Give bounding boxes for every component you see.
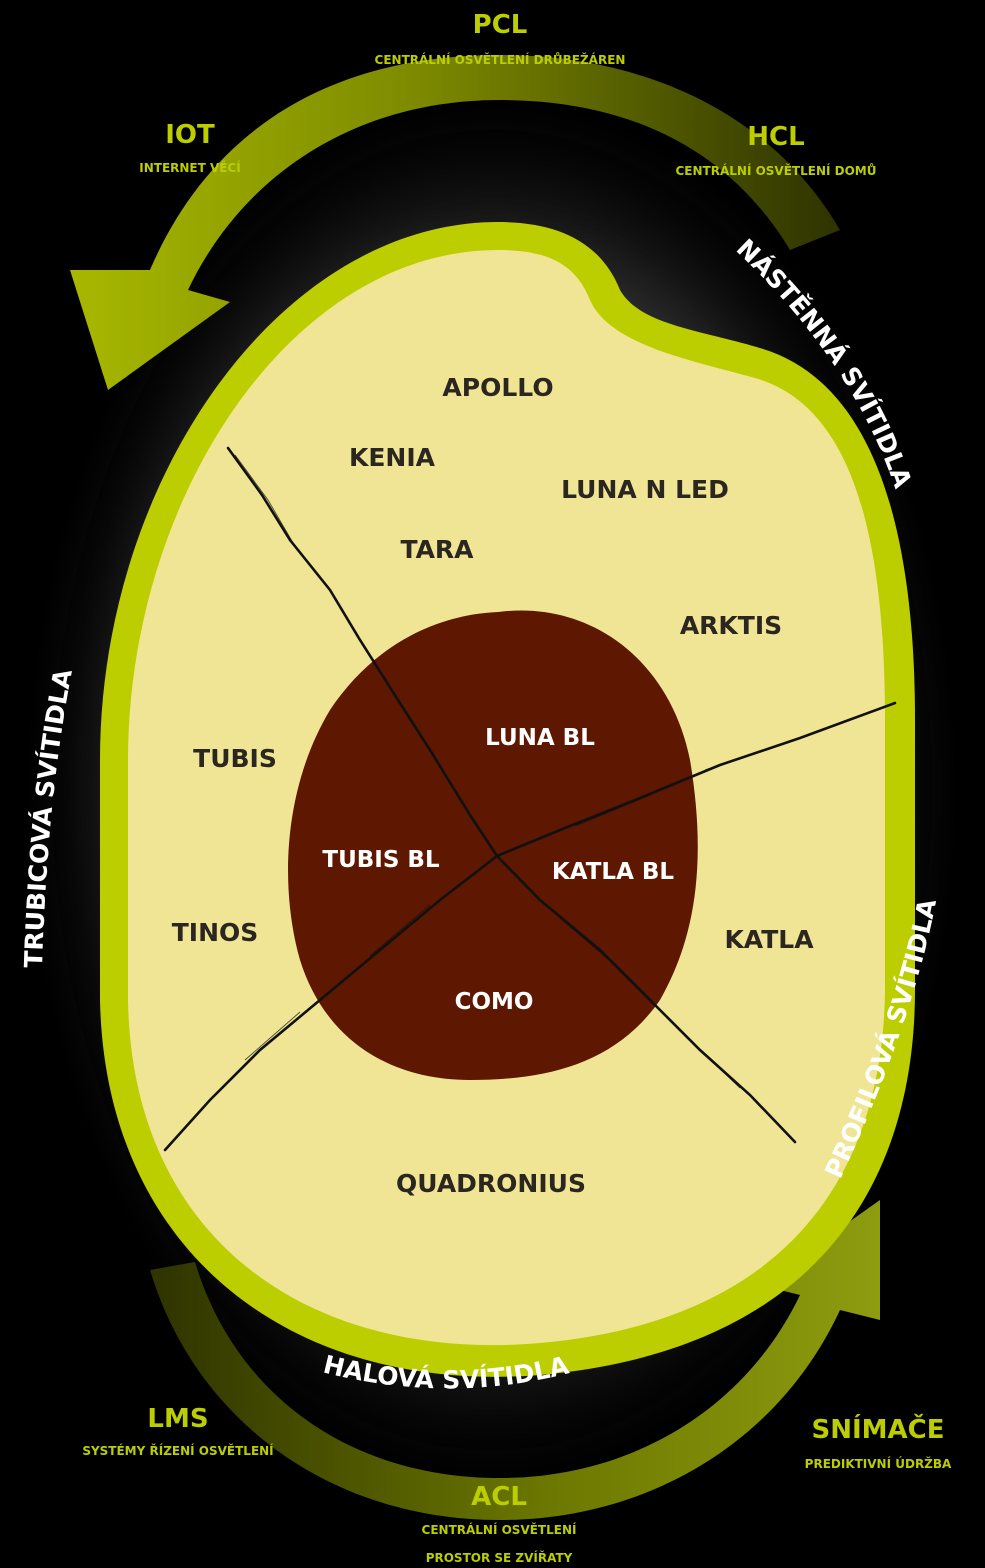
core-luna-bl: LUNA BL [485,725,595,751]
product-luna-n-led: LUNA N LED [561,475,729,504]
iot-title: IOT [165,120,215,150]
acl-subtitle-line2: PROSTOR SE ZVÍŘATY [426,1550,573,1565]
lms-title: LMS [147,1404,208,1434]
acl-subtitle-line1: CENTRÁLNÍ OSVĚTLENÍ [422,1522,577,1537]
snimace-title: SNÍMAČE [812,1413,945,1445]
product-tara: TARA [400,535,474,564]
product-arktis: ARKTIS [680,611,782,640]
lms-subtitle: SYSTÉMY ŘÍZENÍ OSVĚTLENÍ [82,1443,274,1458]
acl-title: ACL [471,1482,527,1512]
product-katla: KATLA [724,925,814,954]
core-katla-bl: KATLA BL [552,859,675,885]
product-kenia: KENIA [349,443,436,472]
product-tinos: TINOS [172,918,259,947]
iot-subtitle: INTERNET VĚCÍ [139,160,241,175]
snimace-subtitle: PREDIKTIVNÍ ÚDRŽBA [805,1456,952,1471]
pcl-subtitle: CENTRÁLNÍ OSVĚTLENÍ DRŮBEŽÁREN [375,52,626,67]
product-tubis: TUBIS [193,744,277,773]
hcl-subtitle: CENTRÁLNÍ OSVĚTLENÍ DOMŮ [676,163,877,178]
pcl-title: PCL [473,10,528,40]
hcl-title: HCL [747,122,804,152]
product-quadronius: QUADRONIUS [396,1169,586,1198]
core-como: COMO [455,989,534,1015]
product-apollo: APOLLO [442,373,553,402]
core-tubis-bl: TUBIS BL [322,847,440,873]
